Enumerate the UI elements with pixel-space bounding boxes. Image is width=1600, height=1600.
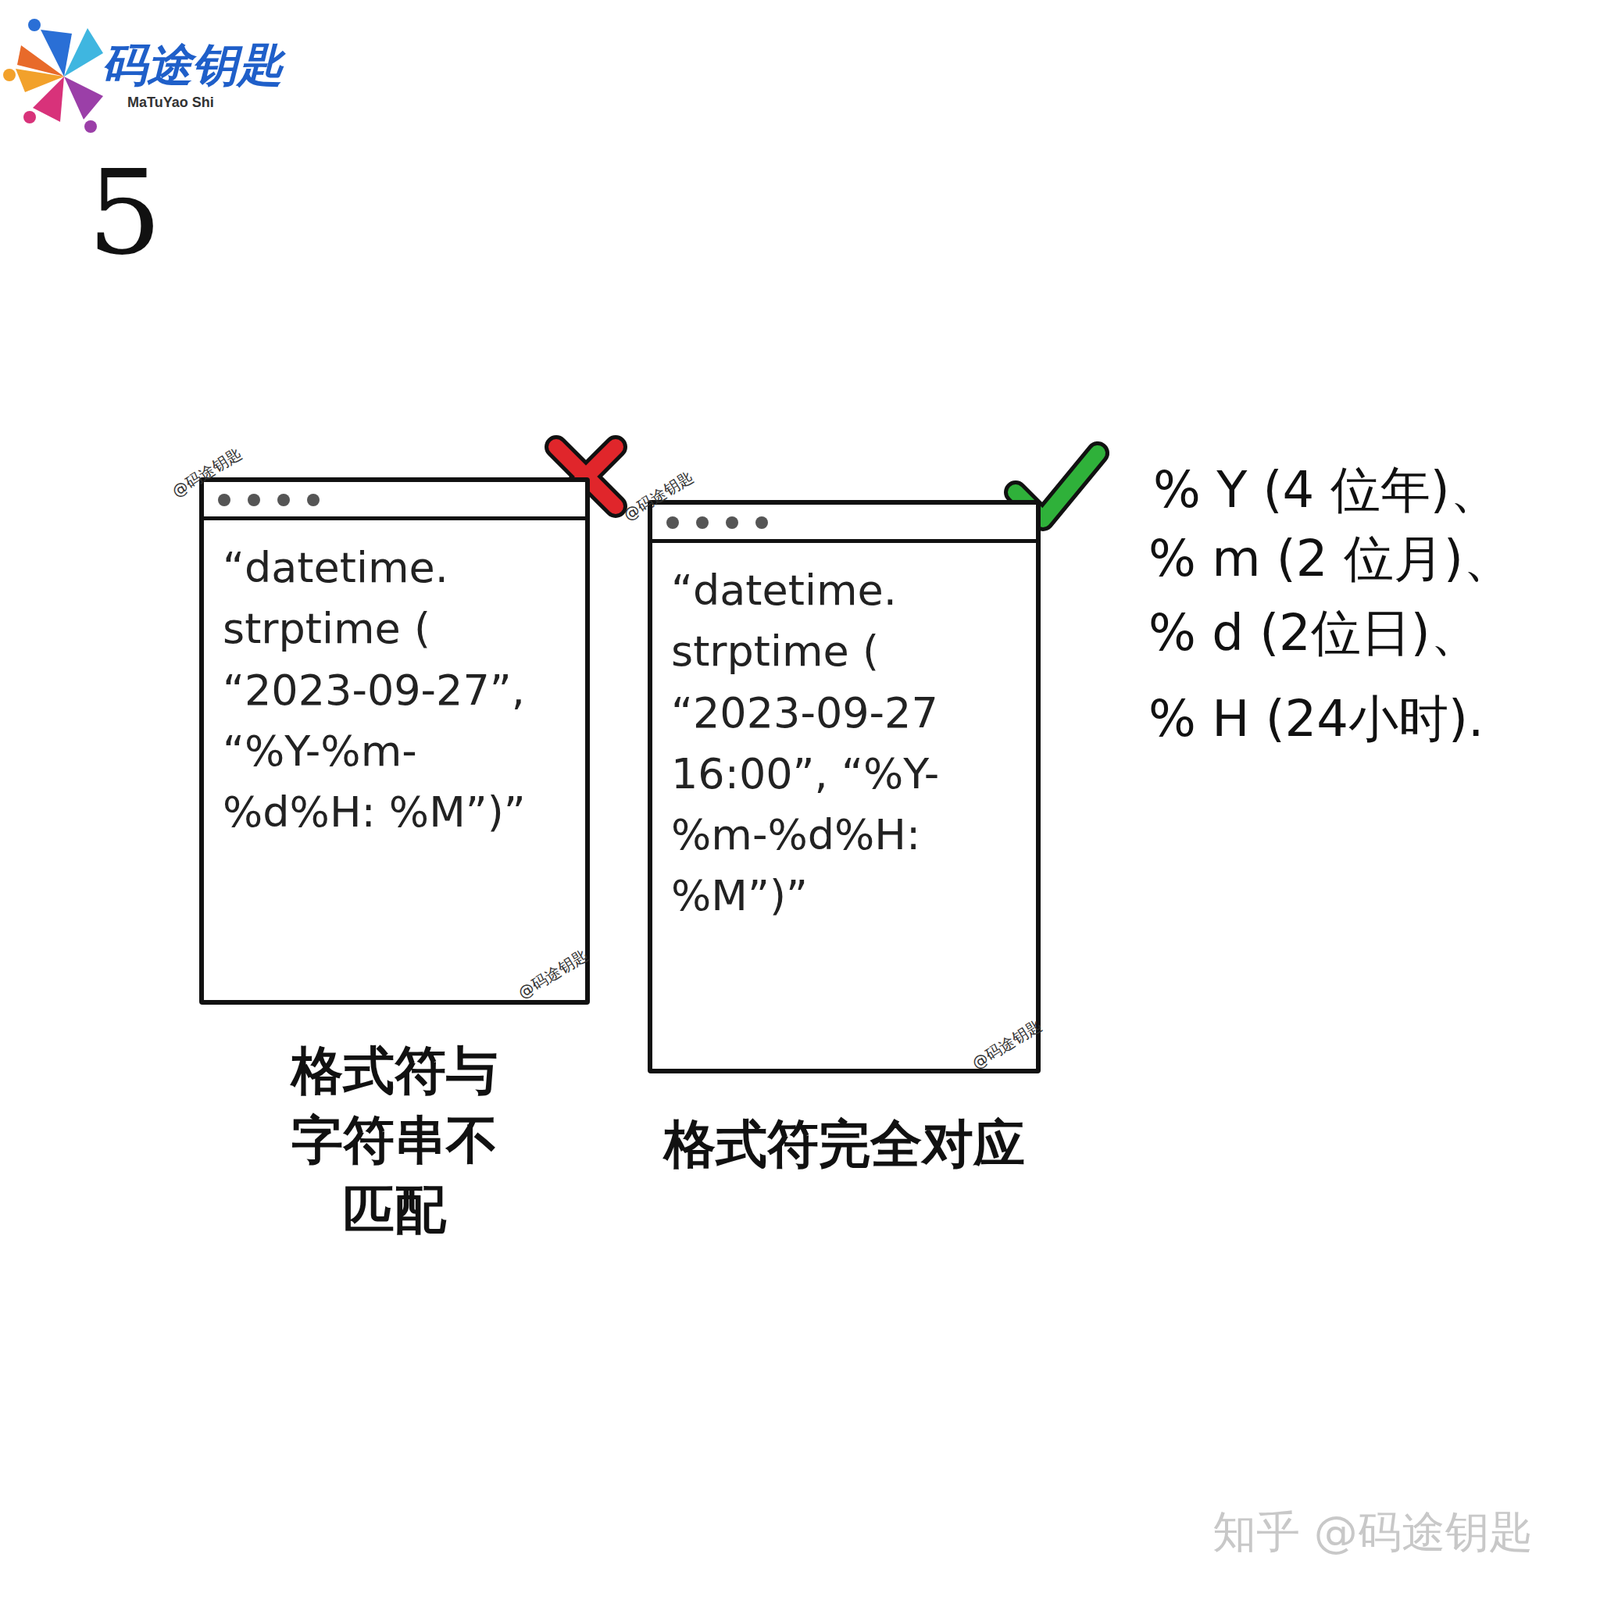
logo-text: 码途钥匙 <box>101 40 283 91</box>
logo-pinwheel <box>3 18 104 133</box>
logo-head <box>3 68 16 82</box>
format-note: % H (24小时). <box>1148 691 1484 747</box>
logo-blade <box>64 28 104 77</box>
logo-blade <box>32 76 65 122</box>
window-dot <box>755 516 768 529</box>
code-window: “datetime. strptime ( “2023-09-27 16:00”… <box>647 500 1041 1074</box>
code-window: “datetime. strptime ( “2023-09-27”, “%Y-… <box>199 477 590 1005</box>
window-dot <box>725 516 739 529</box>
code-text: “datetime. strptime ( “2023-09-27”, “%Y-… <box>203 520 586 862</box>
window-dot <box>307 493 320 507</box>
format-note: % d (2位日)、 <box>1148 605 1481 661</box>
window-dot <box>696 516 709 529</box>
window-caption: 格式符完全对应 <box>621 1109 1068 1179</box>
format-note: % m (2 位月)、 <box>1148 531 1514 586</box>
window-title-bar <box>203 482 586 521</box>
logo-blade <box>64 76 104 120</box>
window-dot <box>666 516 679 529</box>
logo-subtext: MaTuYao Shi <box>127 95 215 111</box>
window-title-bar <box>652 504 1036 543</box>
logo-head <box>28 18 41 32</box>
logo-blade <box>17 45 65 77</box>
window-dot <box>247 493 261 507</box>
window-caption: 格式符与字符串不匹配 <box>172 1035 617 1245</box>
logo-head <box>23 110 36 124</box>
step-number: 5 <box>87 148 162 278</box>
window-dot <box>217 493 231 507</box>
code-text: “datetime. strptime ( “2023-09-27 16:00”… <box>652 542 1036 947</box>
window-dot <box>277 493 290 507</box>
site-watermark: 知乎 @码途钥匙 <box>1212 1507 1533 1557</box>
logo-head <box>84 120 97 133</box>
format-note: % Y (4 位年)、 <box>1153 462 1500 518</box>
